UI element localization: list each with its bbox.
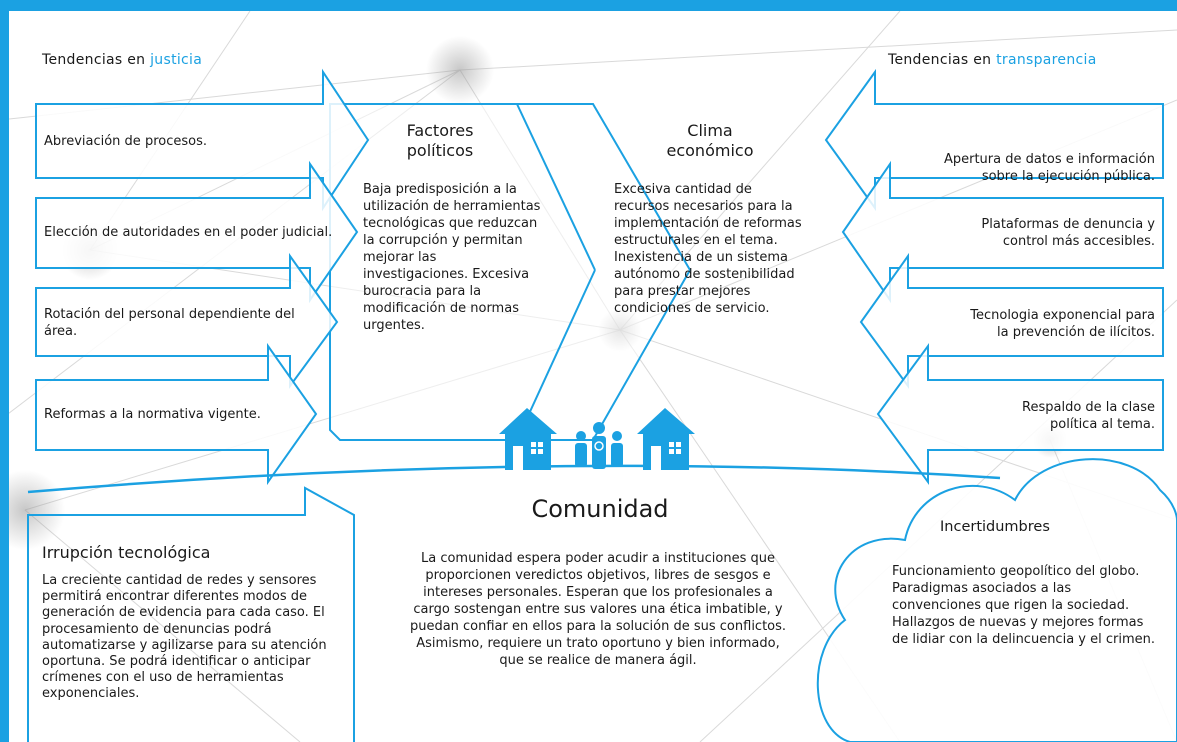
justice-heading: Tendencias en justicia: [42, 52, 202, 69]
frame-top-bar: [0, 0, 1177, 11]
transparency-item-3: Tecnologia exponencial para la prevenció…: [970, 308, 1155, 340]
tech-title: Irrupción tecnológica: [42, 543, 211, 562]
economic-title-line2: económico: [666, 141, 754, 160]
justice-arrow-2: [35, 160, 359, 304]
justice-item-3: Rotación del personal dependiente del ár…: [44, 307, 295, 339]
political-title-line1: Factores: [406, 121, 474, 140]
uncertainty-cloud: [816, 458, 1177, 742]
justice-arrow-3: [35, 252, 339, 390]
uncertainty-body: Funcionamiento geopolítico del globo. Pa…: [892, 564, 1155, 647]
frame-left-bar: [0, 0, 9, 742]
economic-title-line1: Clima: [687, 121, 733, 140]
transparency-item-2: Plataformas de denuncia y control más ac…: [981, 217, 1155, 249]
community-body: La comunidad espera poder acudir a insti…: [409, 551, 787, 668]
justice-arrow-4: [35, 342, 318, 486]
transparency-heading-prefix: Tendencias en: [888, 52, 992, 68]
uncertainty-title: Incertidumbres: [940, 519, 1050, 535]
justice-heading-accent: justicia: [150, 52, 203, 68]
house-icon: [499, 408, 557, 470]
tech-arrow: [27, 486, 355, 742]
house-icon: [637, 408, 695, 470]
political-body: Baja predisposición a la utilización de …: [363, 182, 541, 333]
transparency-arrow-4: [876, 342, 1164, 486]
transparency-arrow-2: [841, 160, 1164, 304]
chevron-divider: [516, 103, 596, 271]
family-icon: [575, 422, 623, 469]
justice-heading-prefix: Tendencias en: [42, 52, 146, 68]
transparency-item-1: Apertura de datos e información sobre la…: [943, 152, 1155, 184]
community-title: Comunidad: [531, 495, 669, 523]
justice-item-4: Reformas a la normativa vigente.: [44, 407, 261, 422]
political-title: Factores políticos: [380, 121, 500, 161]
economic-title: Clima económico: [650, 121, 770, 161]
justice-arrow-1: [35, 68, 370, 212]
justice-item-2: Elección de autoridades en el poder judi…: [44, 225, 333, 240]
community-icons: [499, 408, 695, 470]
transparency-heading: Tendencias en transparencia: [888, 52, 1138, 69]
transparency-heading-accent: transparencia: [996, 52, 1097, 68]
tech-body: La creciente cantidad de redes y sensore…: [42, 573, 327, 702]
transparency-arrow-1: [824, 68, 1164, 212]
economic-body: Excesiva cantidad de recursos necesarios…: [614, 182, 802, 316]
justice-item-1: Abreviación de procesos.: [44, 134, 207, 149]
transparency-item-4: Respaldo de la clase política al tema.: [1022, 400, 1155, 432]
political-title-line2: políticos: [406, 141, 474, 160]
transparency-arrow-3: [859, 252, 1164, 390]
